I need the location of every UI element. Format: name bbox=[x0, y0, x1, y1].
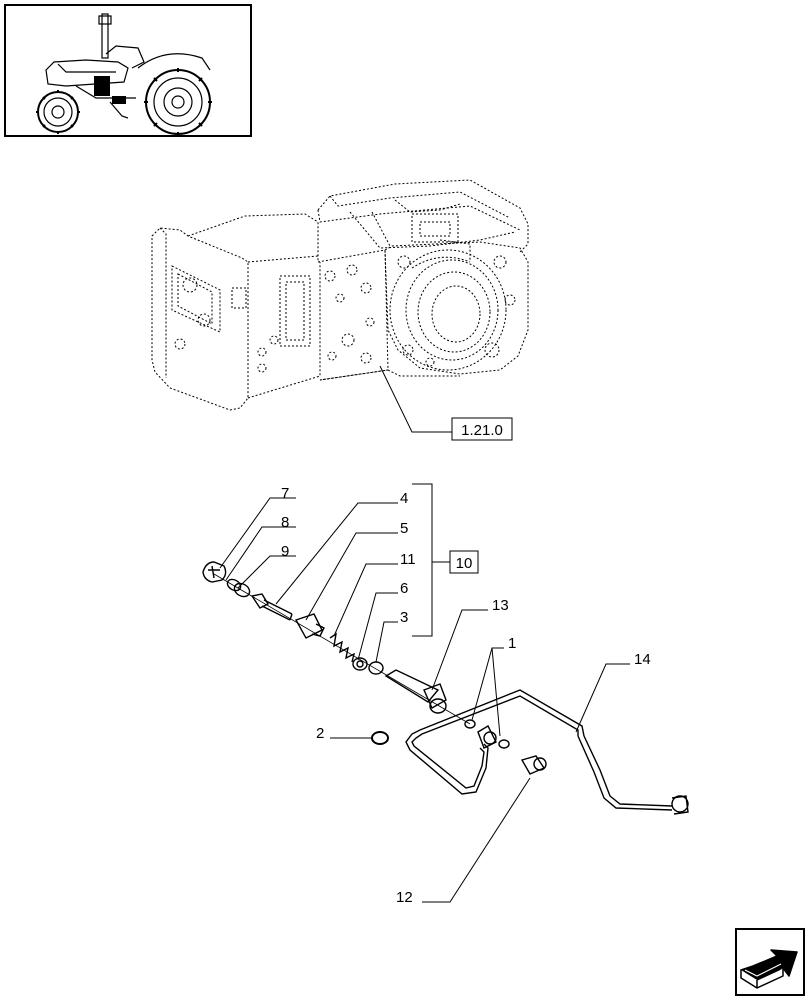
assembly-axis bbox=[213, 573, 471, 725]
kit-label[interactable]: 10 bbox=[456, 555, 473, 572]
callout-9[interactable]: 9 bbox=[281, 543, 289, 560]
callout-11[interactable]: 11 bbox=[400, 551, 416, 568]
callout-1[interactable]: 1 bbox=[508, 635, 516, 652]
part-spool bbox=[384, 669, 440, 703]
reference-label[interactable]: 1.21.0 bbox=[461, 422, 503, 439]
callout-numbers: 7 8 9 4 5 11 6 3 13 1 14 2 12 bbox=[281, 485, 651, 906]
part-clip bbox=[202, 561, 227, 583]
transmission-housing bbox=[151, 179, 529, 411]
callout-13[interactable]: 13 bbox=[492, 597, 509, 614]
part-union-1a bbox=[464, 719, 476, 729]
callout-2[interactable]: 2 bbox=[316, 725, 324, 742]
next-page-button[interactable] bbox=[735, 928, 805, 996]
reference-leader bbox=[379, 365, 452, 433]
callout-3[interactable]: 3 bbox=[400, 609, 408, 626]
kit-bracket bbox=[412, 483, 450, 637]
callout-12[interactable]: 12 bbox=[396, 889, 413, 906]
tractor-icon bbox=[36, 13, 212, 136]
tractor-thumbnail bbox=[4, 4, 252, 137]
callout-5[interactable]: 5 bbox=[400, 520, 408, 537]
reference-box bbox=[451, 417, 513, 441]
kit-box bbox=[449, 550, 479, 574]
part-spring bbox=[329, 632, 356, 663]
part-union-1b bbox=[498, 739, 510, 749]
arrow-next-icon bbox=[740, 949, 798, 989]
part-plunger bbox=[250, 593, 269, 609]
callout-7[interactable]: 7 bbox=[281, 485, 289, 502]
callout-8[interactable]: 8 bbox=[281, 514, 289, 531]
part-oring bbox=[371, 731, 389, 745]
callout-6[interactable]: 6 bbox=[400, 580, 408, 597]
part-banjo bbox=[477, 725, 497, 749]
leader-lines bbox=[219, 497, 630, 903]
callout-4[interactable]: 4 bbox=[400, 490, 408, 507]
part-valve-body bbox=[294, 613, 323, 639]
callout-14[interactable]: 14 bbox=[634, 651, 651, 668]
part-pipe-short bbox=[405, 689, 585, 795]
part-ring-8 bbox=[226, 578, 242, 592]
part-pipe-long bbox=[583, 735, 673, 807]
parts bbox=[202, 561, 689, 815]
